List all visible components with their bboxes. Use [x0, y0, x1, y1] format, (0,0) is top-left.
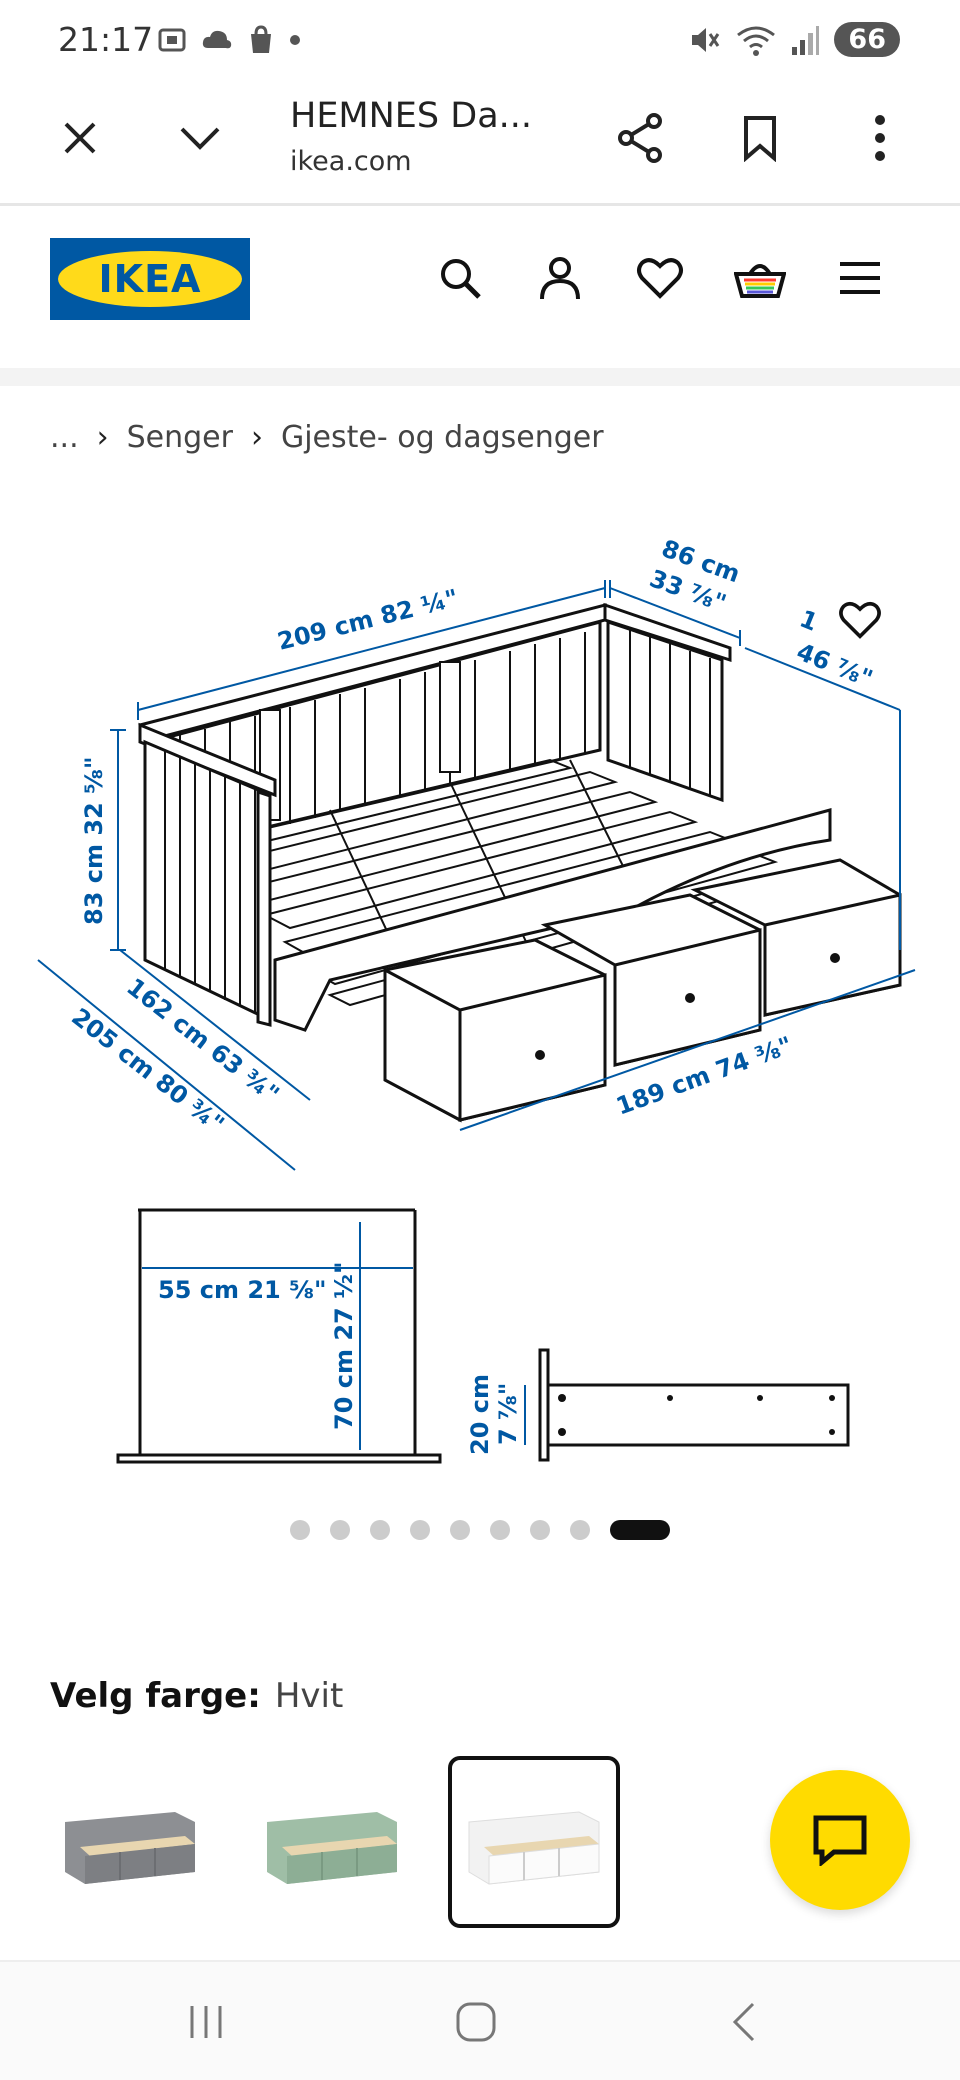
bookmark-button[interactable]: [730, 108, 790, 168]
color-picker-label: Velg farge: Hvit: [50, 1676, 343, 1716]
breadcrumb-item-senger[interactable]: Senger: [126, 420, 233, 455]
bed-left-side-panel: [138, 722, 277, 1027]
mute-icon: [692, 27, 720, 52]
dim-width-back: 209 cm 82 ¼": [275, 584, 461, 656]
dim-extended-cm: 1: [796, 605, 822, 637]
bookmark-icon: [744, 116, 776, 162]
back-button[interactable]: [714, 1992, 774, 2052]
wifi-icon: [737, 26, 776, 56]
shopping-basket-icon: [734, 264, 786, 298]
expand-button[interactable]: [170, 108, 230, 168]
status-left-icons: [156, 24, 302, 56]
search-button[interactable]: [430, 248, 490, 308]
battery-indicator: 66: [834, 22, 900, 57]
account-button[interactable]: [530, 248, 590, 308]
selected-color-value: Hvit: [274, 1676, 344, 1716]
carousel-dot[interactable]: [530, 1520, 550, 1540]
swatch-white[interactable]: [448, 1756, 620, 1928]
menu-button[interactable]: [830, 248, 890, 308]
recent-apps-button[interactable]: [176, 1992, 236, 2052]
color-swatches: [44, 1756, 620, 1928]
color-label-text: Velg farge:: [50, 1676, 261, 1716]
chat-bubble-icon: [813, 1815, 867, 1866]
heart-icon: [839, 601, 881, 639]
cart-button[interactable]: [730, 248, 790, 308]
status-right-icons: 66: [688, 22, 900, 57]
status-bar: 21:17 66: [0, 0, 960, 84]
dim-drawer-depth-cm: 20 cm: [466, 1374, 494, 1455]
bag-icon: [251, 25, 271, 53]
hamburger-menu-icon: [840, 262, 880, 294]
heart-icon: [637, 258, 683, 299]
dim-drawer-depth-in: 7 ⅞": [494, 1383, 522, 1445]
dim-full-length: 205 cm 80 ¾": [66, 1003, 229, 1139]
dot-icon: [290, 35, 300, 45]
header-divider: [0, 368, 960, 386]
more-vertical-icon: [875, 115, 885, 161]
share-button[interactable]: [610, 108, 670, 168]
tab-title[interactable]: HEMNES Da...: [290, 96, 533, 136]
close-icon: [64, 122, 96, 154]
daybed-green-thumbnail: [267, 1812, 397, 1884]
dim-drawer-width: 55 cm 21 ⅝": [158, 1276, 326, 1304]
product-dimension-image[interactable]: 209 cm 82 ¼" 86 cm 33 ⅞" 1 46 ⅞" 83 cm 3…: [30, 510, 930, 1470]
screenshot-icon: [158, 28, 186, 52]
drawer-detail: 55 cm 21 ⅝" 70 cm 27 ½": [116, 1208, 442, 1464]
drawer-side-detail: 20 cm 7 ⅞": [466, 1348, 850, 1462]
carousel-dot-active[interactable]: [610, 1520, 670, 1540]
share-icon: [618, 113, 662, 163]
site-header: IKEA: [0, 206, 960, 368]
chevron-right-icon: ›: [96, 420, 109, 455]
daybed-white-thumbnail: [468, 1811, 600, 1885]
image-carousel-dots: [290, 1520, 670, 1540]
status-time: 21:17: [58, 20, 154, 59]
dim-drawer-height: 70 cm 27 ½": [330, 1262, 358, 1430]
carousel-dot[interactable]: [450, 1520, 470, 1540]
home-icon: [456, 2002, 496, 2042]
back-icon: [732, 2002, 755, 2042]
dimension-lines: [37, 580, 916, 1171]
recent-apps-icon: [190, 2006, 222, 2038]
search-icon: [441, 259, 481, 299]
user-icon: [540, 257, 580, 300]
breadcrumb-item-gjeste-og-dagsenger[interactable]: Gjeste- og dagsenger: [280, 420, 604, 455]
carousel-dot[interactable]: [330, 1520, 350, 1540]
carousel-dot[interactable]: [490, 1520, 510, 1540]
carousel-dot[interactable]: [410, 1520, 430, 1540]
cloud-icon: [202, 30, 232, 49]
breadcrumb-ellipsis[interactable]: ...: [50, 420, 79, 455]
wishlist-button[interactable]: [630, 248, 690, 308]
bed-right-side-panel: [603, 602, 732, 803]
home-button[interactable]: [446, 1992, 506, 2052]
swatch-green[interactable]: [246, 1756, 418, 1928]
more-options-button[interactable]: [850, 108, 910, 168]
chevron-right-icon: ›: [250, 420, 263, 455]
breadcrumb: ... › Senger › Gjeste- og dagsenger: [50, 420, 604, 455]
daybed-grey-thumbnail: [65, 1812, 195, 1884]
add-to-wishlist-button[interactable]: [830, 590, 890, 650]
browser-toolbar: HEMNES Da... ikea.com: [0, 84, 960, 206]
carousel-dot[interactable]: [290, 1520, 310, 1540]
chat-button[interactable]: [770, 1770, 910, 1910]
carousel-dot[interactable]: [570, 1520, 590, 1540]
dim-height: 83 cm 32 ⅝": [80, 757, 108, 925]
swatch-grey[interactable]: [44, 1756, 216, 1928]
close-tab-button[interactable]: [50, 108, 110, 168]
carousel-dot[interactable]: [370, 1520, 390, 1540]
chevron-down-icon: [180, 127, 220, 150]
ikea-logo-text: IKEA: [58, 251, 242, 307]
ikea-logo[interactable]: IKEA: [50, 238, 250, 320]
bed-drawers: [383, 858, 902, 1123]
signal-icon: [792, 25, 820, 55]
tab-url[interactable]: ikea.com: [290, 146, 412, 177]
system-navigation-bar: [0, 1960, 960, 2080]
